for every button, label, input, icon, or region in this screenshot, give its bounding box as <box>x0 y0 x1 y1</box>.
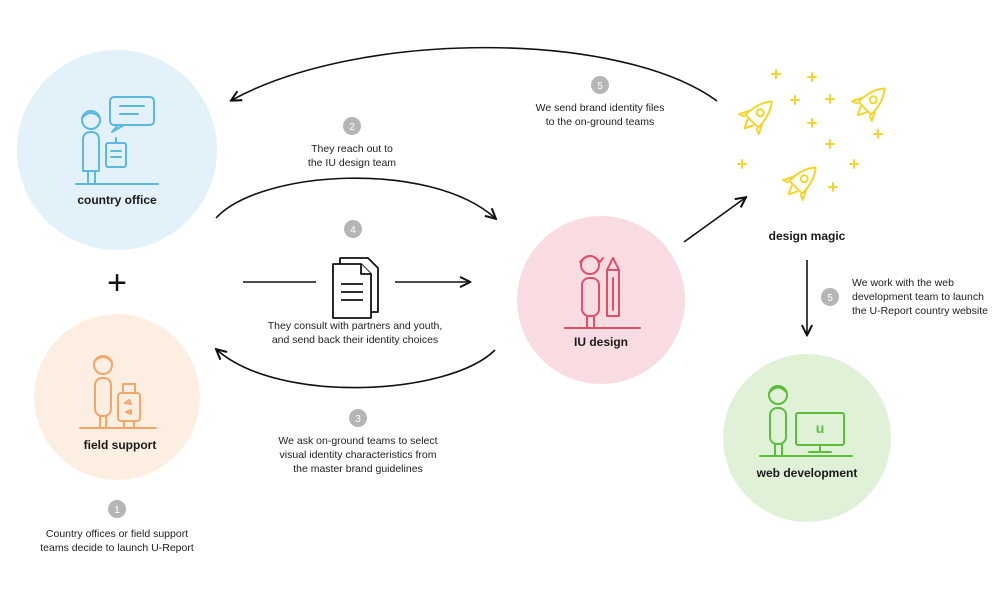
step-number-6: 5 <box>827 293 833 304</box>
step-badge-6 <box>821 288 839 306</box>
step-6-text-line-2: development team to launch <box>852 291 984 303</box>
step-1-text-line-2: teams decide to launch U-Report <box>40 542 194 554</box>
step-badge-3 <box>349 409 367 427</box>
step-badge-5 <box>591 76 609 94</box>
step-6-text-line-3: the U-Report country website <box>852 305 988 317</box>
step-2-text-line-2: the IU design team <box>308 157 396 169</box>
step-2-text-line-1: They reach out to <box>311 143 393 155</box>
step-1-text-line-1: Country offices or field support <box>46 528 188 540</box>
step-number-4: 4 <box>350 225 356 236</box>
arrow-step-2 <box>215 177 495 218</box>
step-6-text-line-1: We work with the web <box>852 277 954 289</box>
design-magic-label: design magic <box>769 229 846 243</box>
arrow-step-5-files <box>232 46 718 101</box>
woman-speech-icon <box>75 96 159 185</box>
developer-monitor-icon <box>759 385 853 457</box>
rockets-sparkles-icon <box>737 69 886 201</box>
web-development-label: web development <box>756 466 858 480</box>
arrow-step-3 <box>217 350 496 389</box>
step-number-1: 1 <box>114 505 120 516</box>
iu-design-label: IU design <box>574 335 628 349</box>
step-3-text-line-1: We ask on-ground teams to select <box>278 435 437 447</box>
designer-pencil-icon <box>564 255 641 329</box>
field-support-label: field support <box>84 438 157 452</box>
document-icon <box>332 257 379 319</box>
step-number-2: 2 <box>349 122 355 133</box>
step-badge-4 <box>344 220 362 238</box>
iu-design-circle <box>517 216 685 384</box>
step-number-3: 3 <box>355 414 361 425</box>
arrow-to-design-magic <box>683 198 745 243</box>
step-3-text-line-2: visual identity characteristics from <box>280 449 437 461</box>
step-4-text-line-2: and send back their identity choices <box>272 334 438 346</box>
step-5-text-line-1: We send brand identity files <box>536 102 665 114</box>
step-3-text-line-3: the master brand guidelines <box>293 463 423 475</box>
plus-icon: + <box>107 264 127 302</box>
country-office-label: country office <box>77 193 157 207</box>
u-report-logo-icon: u <box>816 420 825 436</box>
step-5-text-line-2: to the on-ground teams <box>546 116 655 128</box>
traveler-suitcase-icon <box>79 355 157 429</box>
web-development-circle <box>723 354 891 522</box>
step-4-text-line-1: They consult with partners and youth, <box>268 320 443 332</box>
step-badge-1 <box>108 500 126 518</box>
step-number-5: 5 <box>597 81 603 92</box>
step-badge-2 <box>343 117 361 135</box>
